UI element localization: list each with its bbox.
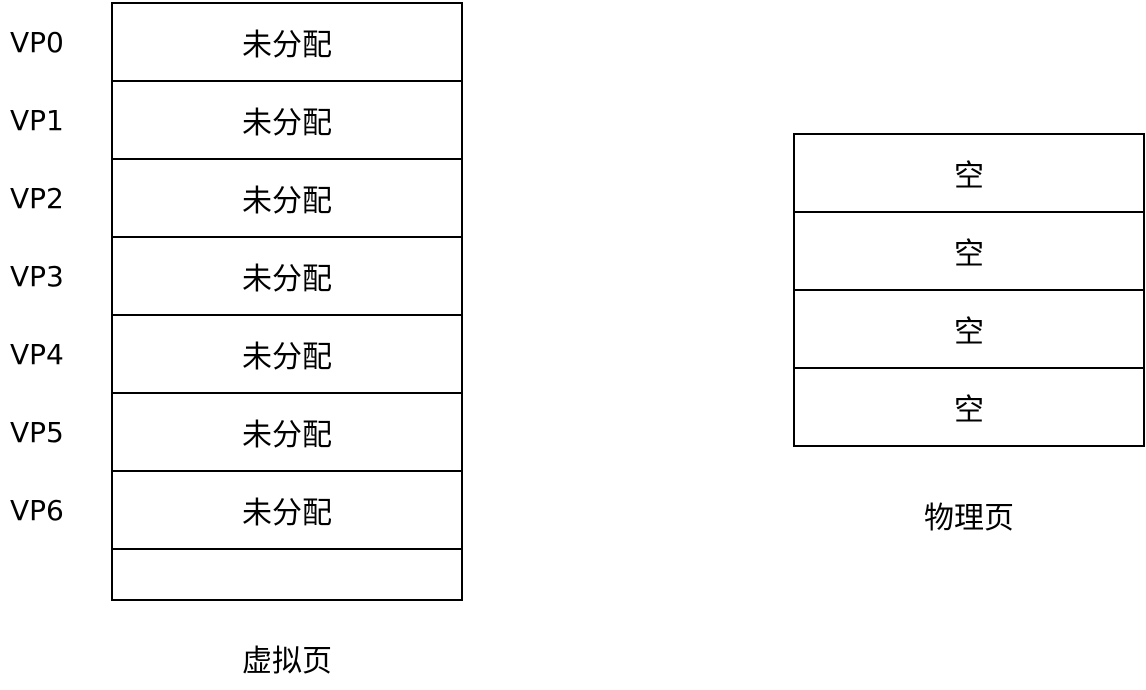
vp-label-3: VP3 bbox=[10, 260, 64, 293]
virtual-page-cell-empty bbox=[113, 550, 461, 599]
virtual-page-cell-1: 未分配 bbox=[113, 82, 461, 160]
physical-page-cell-2: 空 bbox=[795, 291, 1143, 369]
virtual-page-cell-4-text: 未分配 bbox=[242, 340, 332, 375]
vp-label-1: VP1 bbox=[10, 104, 64, 137]
virtual-page-cell-1-text: 未分配 bbox=[242, 106, 332, 141]
physical-page-cell-1: 空 bbox=[795, 213, 1143, 291]
vp-label-2: VP2 bbox=[10, 182, 64, 215]
virtual-page-cell-5-text: 未分配 bbox=[242, 418, 332, 453]
physical-page-cell-0: 空 bbox=[795, 135, 1143, 213]
virtual-page-cell-6-text: 未分配 bbox=[242, 496, 332, 531]
physical-page-cell-3-text: 空 bbox=[954, 393, 984, 428]
virtual-page-cell-3-text: 未分配 bbox=[242, 262, 332, 297]
virtual-page-cell-2: 未分配 bbox=[113, 160, 461, 238]
virtual-page-cell-0-text: 未分配 bbox=[242, 28, 332, 63]
virtual-page-cell-5: 未分配 bbox=[113, 394, 461, 472]
physical-page-cell-0-text: 空 bbox=[954, 159, 984, 194]
physical-page-cell-1-text: 空 bbox=[954, 237, 984, 272]
virtual-page-cell-2-text: 未分配 bbox=[242, 184, 332, 219]
vp-label-5: VP5 bbox=[10, 416, 64, 449]
virtual-page-caption: 虚拟页 bbox=[242, 644, 332, 679]
vp-label-0: VP0 bbox=[10, 26, 64, 59]
virtual-page-table: 未分配 未分配 未分配 未分配 未分配 未分配 未分配 bbox=[111, 2, 463, 601]
vp-label-6: VP6 bbox=[10, 494, 64, 527]
virtual-page-cell-4: 未分配 bbox=[113, 316, 461, 394]
physical-page-cell-2-text: 空 bbox=[954, 315, 984, 350]
virtual-page-cell-3: 未分配 bbox=[113, 238, 461, 316]
physical-page-caption: 物理页 bbox=[924, 501, 1014, 536]
physical-page-table: 空 空 空 空 bbox=[793, 133, 1145, 447]
virtual-page-cell-0: 未分配 bbox=[113, 4, 461, 82]
physical-page-cell-3: 空 bbox=[795, 369, 1143, 445]
vp-label-4: VP4 bbox=[10, 338, 64, 371]
virtual-page-cell-6: 未分配 bbox=[113, 472, 461, 550]
